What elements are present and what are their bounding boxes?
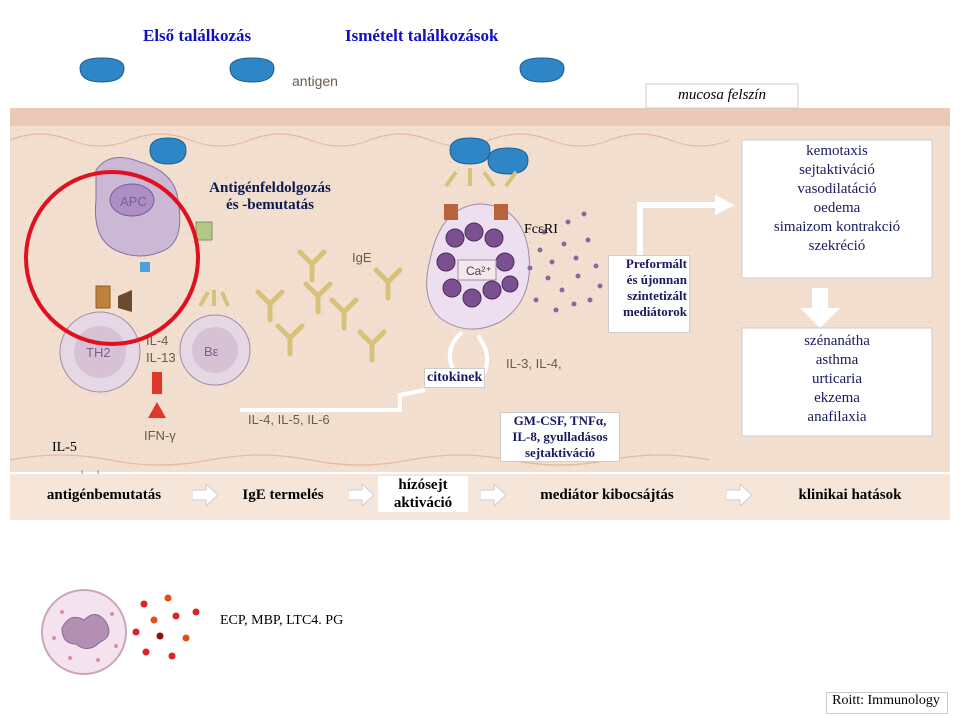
eosinophil-nucleus bbox=[61, 614, 110, 649]
released-granules bbox=[132, 594, 200, 660]
be-label: Bε bbox=[204, 344, 219, 359]
stage-mediator-release: mediátor kibocsájtás bbox=[540, 487, 674, 503]
stage-mast-cell-activation: hízósejt aktiváció bbox=[378, 476, 468, 512]
processing-label: Antigénfeldolgozás és -bemutatás bbox=[209, 180, 331, 213]
mediator-particles bbox=[527, 211, 603, 313]
il4-il5-il6-label: IL-4, IL-5, IL-6 bbox=[248, 412, 330, 427]
th2-cell bbox=[59, 285, 141, 393]
apc-label: APC bbox=[120, 194, 147, 209]
preformed-mediators-box: Preformált és újonnan szintetizált mediá… bbox=[608, 255, 690, 333]
il4-il5-il6-arrow bbox=[240, 388, 426, 412]
fceri-label: FcεRI bbox=[524, 222, 558, 237]
stage-clinical-effects: klinikai hatások bbox=[798, 487, 902, 503]
credit-box bbox=[826, 692, 948, 714]
eosinophil-granules bbox=[52, 610, 118, 662]
effects-top-text: kemotaxis sejtaktiváció vasodilatáció oe… bbox=[773, 143, 901, 254]
il3-il4-label: IL-3, IL-4, bbox=[506, 356, 562, 371]
il5-label: IL-5 bbox=[52, 440, 77, 455]
eosinophil-panel bbox=[36, 572, 214, 690]
stage-ige-production: IgE termelés bbox=[242, 487, 324, 503]
gmcsf-box: GM-CSF, TNFα, IL-8, gyulladásos sejtakti… bbox=[500, 412, 620, 462]
credit-text: Roitt: Immunology bbox=[832, 693, 940, 708]
mucosa-label-box bbox=[645, 83, 799, 109]
antigen-label: antigen bbox=[292, 73, 338, 89]
allergy-mechanism-figure: antigen APC TH2 IL-4 IL-13 Bε IFN-γ IL-4… bbox=[9, 57, 950, 475]
ige-antibodies bbox=[255, 249, 403, 363]
effects-bottom-text: szénanátha asthma urticaria ekzema anafi… bbox=[804, 333, 870, 425]
mast-cell bbox=[426, 137, 530, 330]
mucosa-label: mucosa felszín bbox=[678, 87, 766, 103]
apc-cell bbox=[94, 137, 213, 272]
repeated-encounters-heading: Ismételt találkozások bbox=[345, 26, 499, 45]
downward-arrow bbox=[800, 288, 840, 328]
il4-il13-label-2: IL-13 bbox=[146, 350, 176, 365]
th2-label: TH2 bbox=[86, 345, 111, 360]
ifn-label: IFN-γ bbox=[144, 428, 176, 443]
stage-arrow-4 bbox=[726, 484, 752, 506]
highlight-circle bbox=[24, 170, 200, 346]
stage-arrow-2 bbox=[348, 484, 374, 506]
first-encounter-heading: Első találkozás bbox=[143, 26, 252, 45]
citokinek-label: citokinek bbox=[424, 368, 486, 388]
ca-label: Ca²⁺ bbox=[466, 264, 492, 278]
effects-top-box bbox=[741, 139, 933, 279]
il4-il13-label: IL-4 bbox=[146, 333, 168, 348]
effects-bottom-box bbox=[741, 327, 933, 437]
eosinophil-mediators-label: ECP, MBP, LTC4. PG bbox=[220, 613, 344, 628]
stage-arrow-3 bbox=[480, 484, 506, 506]
ifn-gamma-bar bbox=[152, 372, 162, 394]
b-cell bbox=[179, 290, 251, 386]
antigen-particles-top bbox=[79, 57, 565, 83]
stage-arrow-1 bbox=[192, 484, 218, 506]
stage-antigen-presentation: antigénbemutatás bbox=[46, 487, 162, 503]
mucosa-band bbox=[10, 108, 950, 126]
ige-label: IgE bbox=[352, 250, 372, 265]
ifn-gamma-arrow bbox=[148, 402, 166, 418]
